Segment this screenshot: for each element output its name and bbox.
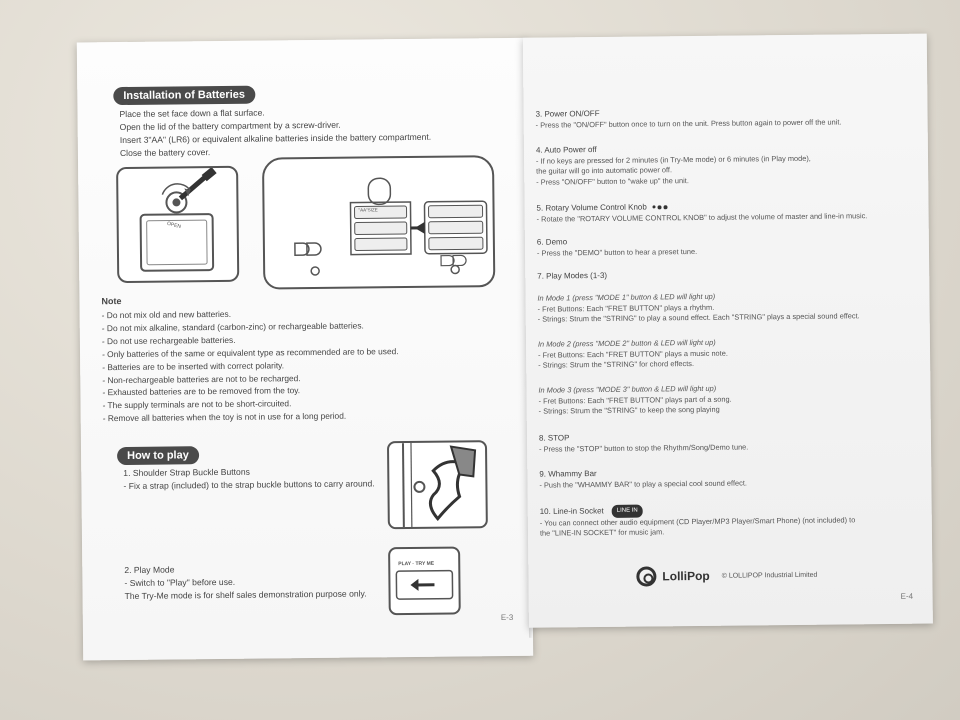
copyright-text: © LOLLIPOP Industrial Limited bbox=[721, 571, 818, 580]
stop-section: 8. STOP - Press the "STOP" button to sto… bbox=[538, 433, 749, 454]
note-list: - Do not mix old and new batteries. - Do… bbox=[102, 306, 400, 425]
auto-power-section: 4. Auto Power off - If no keys are press… bbox=[535, 145, 811, 187]
power-section: 3. Power ON/OFF - Press the "ON/OFF" but… bbox=[535, 108, 842, 130]
install-line-4: Close the battery cover. bbox=[119, 147, 211, 159]
mode-3-section: In Mode 3 (press "MODE 3" button & LED w… bbox=[538, 383, 732, 416]
strap-title: 1. Shoulder Strap Buckle Buttons bbox=[123, 466, 250, 479]
battery-compartment-diagram: "AA"SIZE bbox=[261, 155, 496, 290]
strap-buckle-illustration bbox=[401, 442, 477, 528]
mode-1-section: In Mode 1 (press "MODE 1" button & LED w… bbox=[537, 291, 860, 324]
screwdriver-illustration bbox=[139, 166, 217, 272]
page-number-right: E-4 bbox=[900, 591, 914, 601]
install-line-1: Place the set face down a flat surface. bbox=[119, 107, 265, 120]
play-modes-section: 7. Play Modes (1-3) bbox=[537, 270, 608, 281]
how-to-play-heading: How to play bbox=[117, 446, 199, 466]
switch-arrow-illustration bbox=[395, 569, 454, 600]
battery-compartment-illustration bbox=[294, 177, 488, 276]
volume-knob-dots-icon bbox=[652, 202, 670, 213]
play-mode-text-1: - Switch to "Play" before use. bbox=[124, 576, 236, 588]
volume-section: 5. Rotary Volume Control Knob - Rotate t… bbox=[536, 202, 868, 224]
note-item: - Remove all batteries when the toy is n… bbox=[102, 410, 347, 424]
lollipop-logo: LolliPop © LOLLIPOP Industrial Limited bbox=[636, 565, 817, 587]
install-line-3: Insert 3"AA" (LR6) or equivalent alkalin… bbox=[119, 131, 432, 146]
instruction-sheet: Installation of Batteries Place the set … bbox=[76, 33, 933, 665]
logo-wordmark: LolliPop bbox=[662, 568, 710, 584]
demo-section: 6. Demo - Press the "DEMO" button to hea… bbox=[536, 237, 698, 258]
installation-heading: Installation of Batteries bbox=[113, 85, 256, 106]
strap-buckle-diagram bbox=[386, 440, 488, 530]
strap-text: - Fix a strap (included) to the strap bu… bbox=[123, 478, 375, 492]
note-heading: Note bbox=[101, 296, 122, 307]
left-page: Installation of Batteries Place the set … bbox=[76, 37, 534, 661]
right-page: 3. Power ON/OFF - Press the "ON/OFF" but… bbox=[522, 33, 933, 628]
page-number-left: E-3 bbox=[500, 612, 514, 623]
mode-2-section: In Mode 2 (press "MODE 2" button & LED w… bbox=[537, 337, 728, 370]
battery-size-label: "AA"SIZE bbox=[358, 207, 378, 213]
line-in-badge: LINE IN bbox=[611, 504, 643, 518]
play-mode-switch-diagram: PLAY · TRY ME bbox=[388, 546, 461, 616]
switch-label: PLAY · TRY ME bbox=[398, 560, 435, 568]
battery-cover-diagram: OPEN bbox=[116, 165, 240, 284]
lollipop-logo-icon bbox=[636, 566, 657, 587]
whammy-section: 9. Whammy Bar - Push the "WHAMMY BAR" to… bbox=[539, 469, 747, 490]
play-mode-title: 2. Play Mode bbox=[124, 564, 175, 575]
play-mode-text-2: The Try-Me mode is for shelf sales demon… bbox=[124, 588, 367, 601]
